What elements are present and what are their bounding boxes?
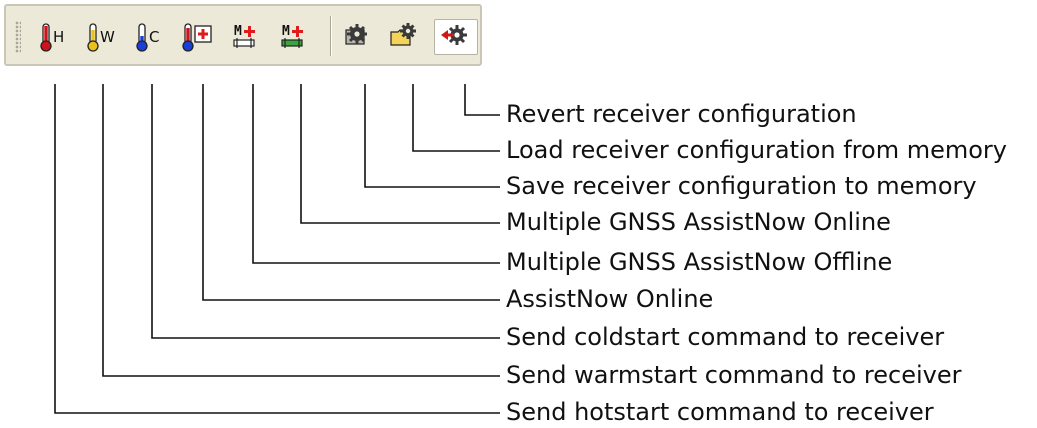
mgnss-assistnow-online-icon: M bbox=[281, 24, 303, 48]
save-config-button[interactable] bbox=[338, 20, 382, 54]
callout-assistnow-online: AssistNow Online bbox=[506, 285, 714, 313]
mgnss-offline-button[interactable]: M bbox=[228, 20, 272, 54]
revert-config-button[interactable] bbox=[434, 19, 478, 55]
assistnow-online-button[interactable] bbox=[180, 20, 224, 54]
callout-warmstart: Send warmstart command to receiver bbox=[506, 361, 962, 389]
toolbar-separator bbox=[330, 16, 332, 56]
toolbar: H W C M bbox=[4, 4, 482, 66]
callout-save-config: Save receiver configuration to memory bbox=[506, 172, 977, 200]
thermometer-warm-icon bbox=[87, 23, 99, 52]
load-config-button[interactable] bbox=[386, 20, 430, 54]
gear-save-icon bbox=[345, 24, 367, 45]
hotstart-button[interactable]: H bbox=[36, 20, 80, 54]
callout-mgnss-online: Multiple GNSS AssistNow Online bbox=[506, 208, 891, 236]
hotstart-letter: H bbox=[53, 28, 65, 46]
gear-revert-icon bbox=[441, 25, 467, 45]
assistnow-online-icon bbox=[182, 23, 212, 52]
thermometer-cold-icon bbox=[136, 23, 148, 52]
coldstart-letter: C bbox=[149, 28, 160, 46]
toolbar-grip[interactable] bbox=[15, 21, 21, 53]
mgnss-assistnow-offline-icon: M bbox=[233, 24, 255, 48]
callout-load-config: Load receiver configuration from memory bbox=[506, 136, 1007, 164]
callout-revert-config: Revert receiver configuration bbox=[506, 100, 857, 128]
callout-hotstart: Send hotstart command to receiver bbox=[506, 398, 934, 426]
coldstart-button[interactable]: C bbox=[132, 20, 176, 54]
mgnss-offline-icon-text: M bbox=[234, 24, 242, 39]
callout-mgnss-offline: Multiple GNSS AssistNow Offline bbox=[506, 248, 893, 276]
callout-coldstart: Send coldstart command to receiver bbox=[506, 323, 945, 351]
warmstart-button[interactable]: W bbox=[83, 20, 127, 54]
thermometer-hot-icon bbox=[40, 23, 52, 52]
gear-load-icon bbox=[390, 23, 416, 46]
warmstart-letter: W bbox=[100, 28, 115, 46]
mgnss-online-icon-text: M bbox=[282, 24, 290, 39]
mgnss-online-button[interactable]: M bbox=[276, 20, 320, 54]
